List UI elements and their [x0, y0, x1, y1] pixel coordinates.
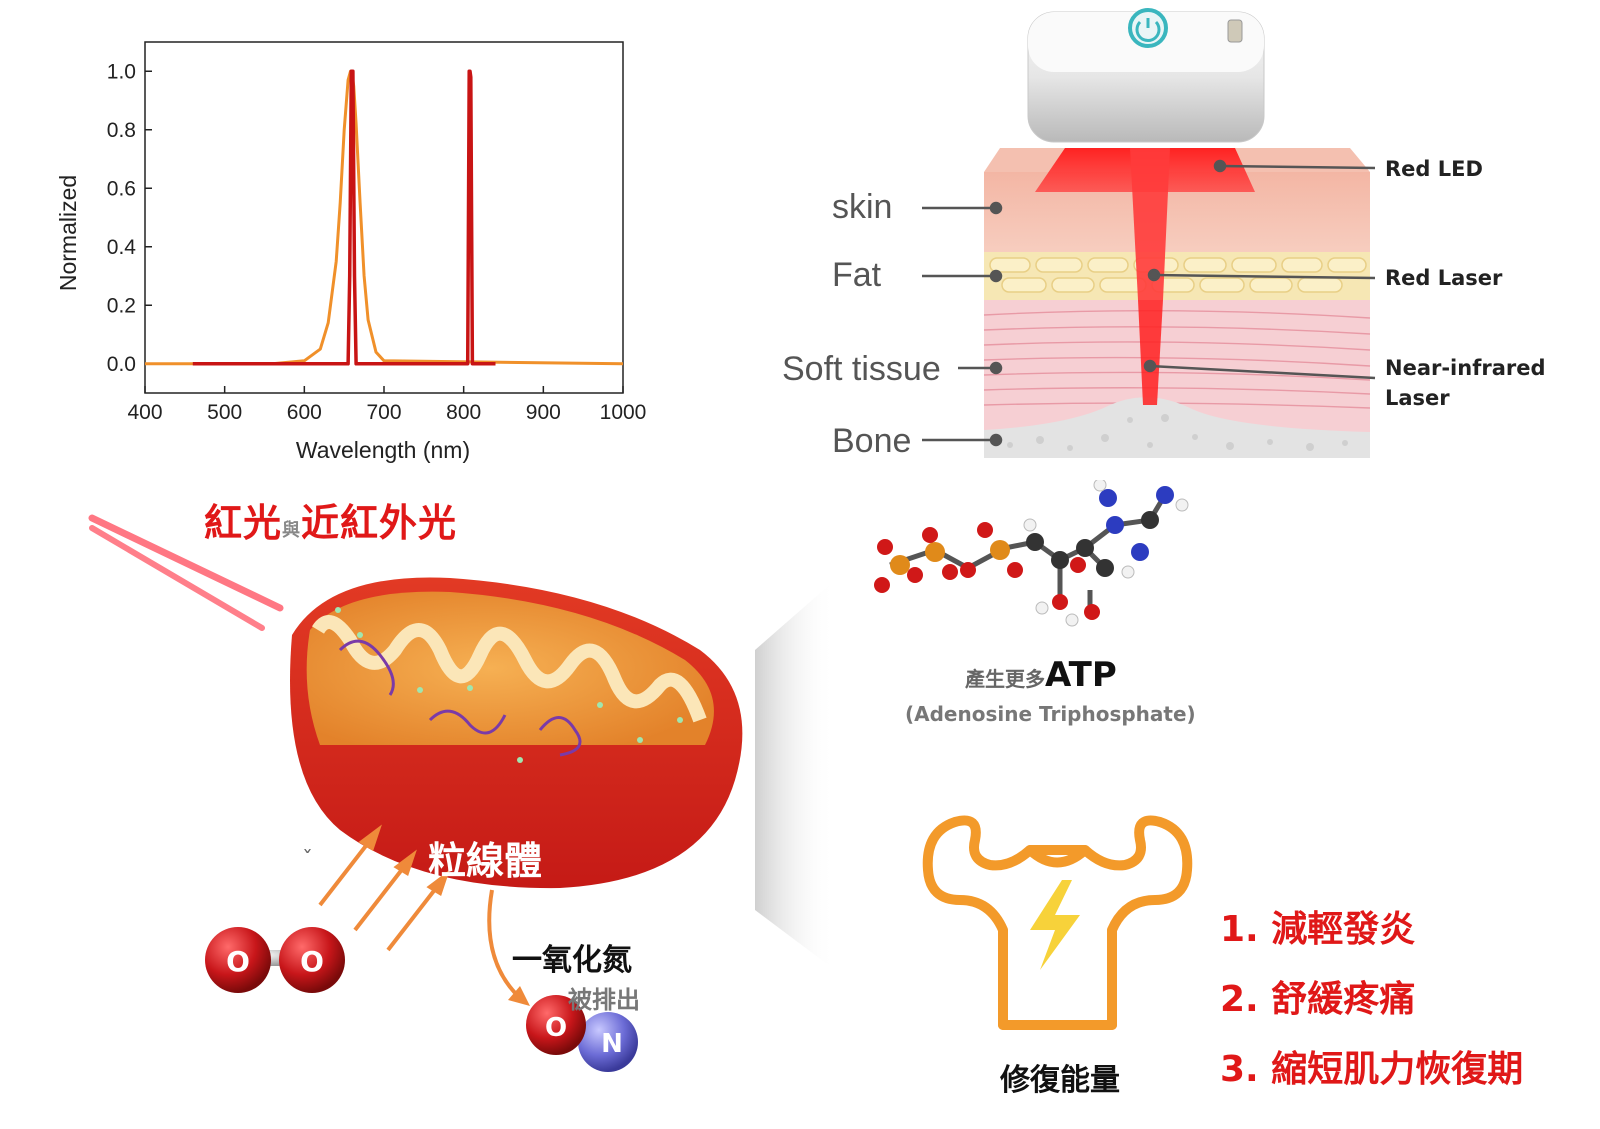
- benefit-item: 1. 減輕發炎: [1220, 909, 1416, 950]
- atp-heading: 產生更多ATP: [965, 655, 1117, 695]
- fat-cells: [989, 257, 1367, 293]
- x-tick-label: 400: [127, 401, 162, 424]
- skin-penetration-diagram: skin Fat Soft tissue Bone Red LED Red La…: [782, 8, 1546, 460]
- x-tick-label: 1000: [600, 401, 647, 424]
- oxygen-label-right: O: [300, 945, 324, 978]
- bone-layer: [984, 397, 1370, 458]
- series-line-1: [192, 69, 496, 366]
- benefit-item: 3. 縮短肌力恢復期: [1220, 1049, 1524, 1090]
- atp-name: ATP: [1045, 655, 1117, 695]
- layer-leader-lines: [922, 201, 1003, 447]
- benefit-item: 2. 舒緩疼痛: [1220, 979, 1416, 1020]
- beam-label-laser: Laser: [1385, 386, 1450, 410]
- beam-label-red-led: Red LED: [1385, 157, 1483, 181]
- light-title-red: 紅光: [204, 501, 283, 545]
- bone-texture: [1007, 414, 1348, 451]
- layer-label-bone: Bone: [832, 422, 911, 460]
- nir-laser-beam: [1138, 300, 1163, 405]
- x-tick-label: 700: [366, 401, 401, 424]
- mechanism-illustration: O O O N: [88, 480, 1193, 1072]
- oxygen-arrows: [318, 824, 450, 952]
- y-tick-label: 0.8: [107, 119, 136, 142]
- atp-prefix: 產生更多: [965, 667, 1045, 691]
- layer-label-soft-tissue: Soft tissue: [782, 350, 941, 388]
- muscle-body-icon: [922, 815, 1193, 1030]
- light-title-nir: 近紅外光: [301, 501, 458, 545]
- tissue-fibers: [983, 309, 1371, 409]
- oxygen-atom-left: [205, 927, 271, 993]
- atp-full-name: (Adenosine Triphosphate): [905, 702, 1196, 726]
- chart-plot-area: 400 500 600 700 800 900 1000 0.0 0.2 0.4 0.6 0.8 1.0: [107, 41, 647, 424]
- atp-molecule: [874, 480, 1189, 627]
- zoom-wedge: [755, 580, 835, 970]
- red-laser-beam: [1130, 148, 1170, 300]
- no-label-o: O: [545, 1013, 567, 1043]
- device-port-icon: [1227, 19, 1243, 43]
- x-tick-label: 500: [207, 401, 242, 424]
- chart-ylabel: Normalized: [55, 175, 81, 291]
- tilde-mark: ˇ: [302, 848, 313, 873]
- y-tick-label: 1.0: [107, 60, 136, 83]
- oxygen-label-left: O: [226, 945, 250, 978]
- nitric-oxide-title: 一氧化氮: [512, 943, 632, 978]
- mitochondria-dna: [338, 639, 582, 757]
- mitochondria-cristae: [312, 615, 707, 723]
- light-beams: [88, 514, 284, 631]
- y-tick-label: 0.6: [107, 177, 136, 200]
- beam-label-red-laser: Red Laser: [1385, 266, 1503, 290]
- nitric-oxide-subtitle: 被排出: [568, 986, 640, 1014]
- lightning-icon: [1030, 880, 1080, 970]
- repair-energy-label: 修復能量: [1000, 1063, 1120, 1098]
- chart-frame: [144, 41, 624, 394]
- light-title-joiner: 與: [282, 520, 302, 541]
- no-atom-n: [578, 1012, 638, 1072]
- y-tick-label: 0.0: [107, 353, 136, 376]
- mitochondria-label: 粒線體: [428, 839, 543, 883]
- power-symbol: [1135, 18, 1161, 42]
- layer-label-fat: Fat: [832, 256, 882, 294]
- x-tick-label: 600: [287, 401, 322, 424]
- nitric-oxide-arrow: [487, 889, 522, 1000]
- no-atom-o: [526, 995, 586, 1055]
- y-tick-label: 0.4: [107, 236, 137, 259]
- beam-leader-lines: [1143, 159, 1376, 380]
- x-tick-label: 800: [446, 401, 481, 424]
- oxygen-atom-right: [279, 927, 345, 993]
- spectrum-chart: 400 500 600 700 800 900 1000 0.0 0.2 0.4 0.6 0.8 1.0…: [55, 41, 647, 463]
- no-label-n: N: [601, 1029, 623, 1059]
- light-title: 紅光與近紅外光: [204, 492, 457, 547]
- series-line-0: [145, 69, 624, 366]
- y-tick-label: 0.2: [107, 294, 136, 317]
- nitric-oxide-arrowhead: [508, 986, 530, 1006]
- layer-label-skin: skin: [832, 188, 892, 226]
- x-tick-label: 900: [526, 401, 561, 424]
- mitochondria-granules: [335, 607, 683, 763]
- chart-xlabel: Wavelength (nm): [296, 437, 470, 463]
- beam-label-nir: Near-infrared: [1385, 356, 1546, 380]
